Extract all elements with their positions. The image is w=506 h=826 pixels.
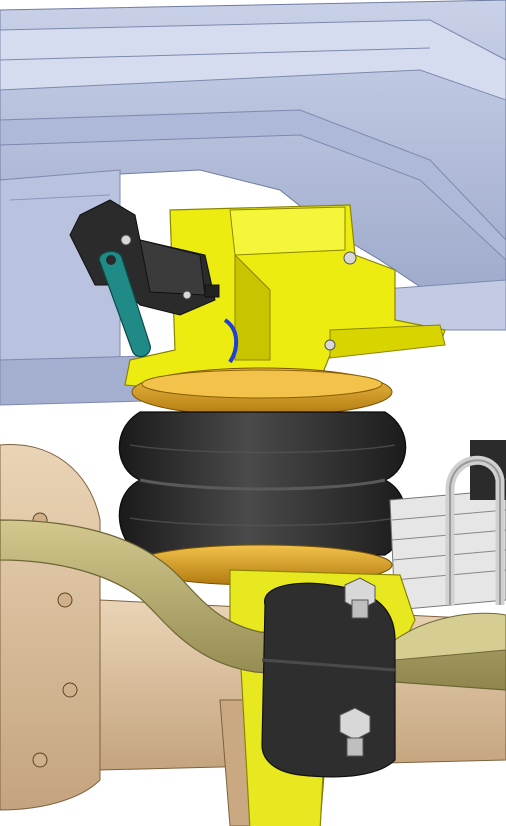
- air-line: [223, 318, 239, 364]
- hex-bolt-icon: [343, 251, 357, 265]
- air-spring-bellows: [118, 411, 407, 556]
- height-valve-icon: [69, 199, 220, 358]
- hex-bolt-icon: [32, 752, 48, 768]
- sway-bar-clamp: [261, 577, 396, 778]
- upper-bellows-plate: [131, 367, 393, 417]
- hex-bolt-icon: [344, 577, 376, 619]
- hex-bolt-icon: [57, 592, 73, 608]
- hex-bolt-icon: [324, 339, 336, 351]
- hex-bolt-icon: [62, 682, 78, 698]
- hex-bolt-icon: [339, 707, 371, 757]
- upper-mounting-bracket: [124, 204, 446, 391]
